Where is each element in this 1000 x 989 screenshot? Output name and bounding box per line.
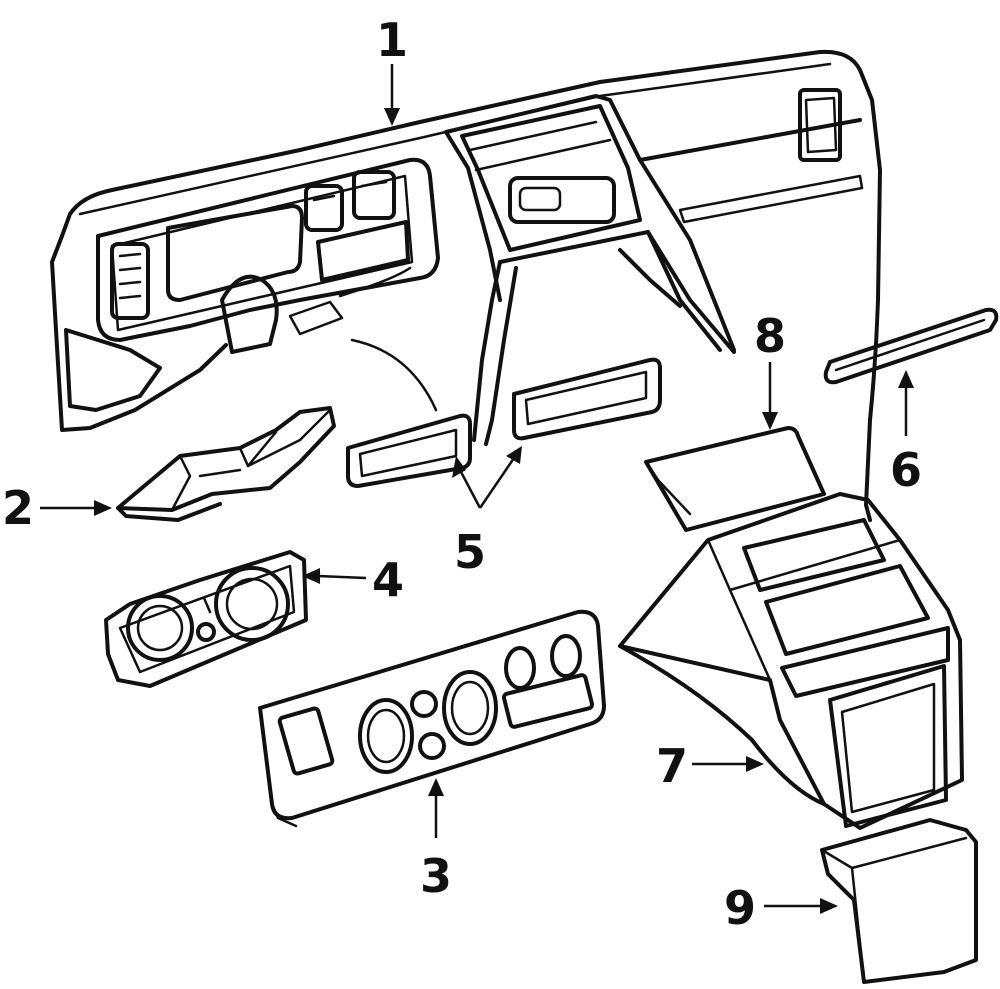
callout-2: 2 — [2, 481, 34, 535]
arrowhead-6 — [898, 370, 914, 388]
callout-8: 8 — [754, 309, 786, 363]
callout-4: 4 — [372, 553, 404, 607]
callout-labels: 1 2 3 4 5 6 7 8 9 — [2, 13, 922, 935]
arrowhead-2 — [94, 500, 112, 516]
leader-5b — [478, 457, 516, 509]
part-trim-strip — [823, 307, 999, 385]
part-console-box — [820, 818, 978, 984]
callout-3: 3 — [420, 849, 452, 903]
callout-1: 1 — [376, 13, 408, 67]
arrowhead-7 — [746, 756, 764, 772]
part-cluster-face — [258, 609, 606, 828]
leader-arrows — [40, 64, 914, 914]
arrowhead-4 — [302, 568, 320, 584]
arrowhead-8 — [762, 412, 778, 430]
leader-4 — [317, 574, 367, 580]
part-console — [618, 492, 964, 830]
callout-6: 6 — [890, 443, 922, 497]
arrowhead-5a — [452, 456, 466, 478]
part-cluster-bezel — [104, 550, 308, 688]
arrowhead-1 — [384, 108, 400, 126]
part-vents — [346, 357, 662, 488]
part-instrument-panel — [50, 49, 882, 522]
callout-9: 9 — [724, 881, 756, 935]
leader-5a — [458, 469, 482, 509]
arrowhead-5b — [506, 446, 522, 464]
part-lower-cover — [116, 406, 336, 522]
callout-5: 5 — [454, 525, 486, 579]
arrowhead-3 — [428, 778, 444, 796]
callout-7: 7 — [656, 739, 688, 793]
arrowhead-9 — [820, 898, 838, 914]
part-pad — [644, 426, 826, 532]
